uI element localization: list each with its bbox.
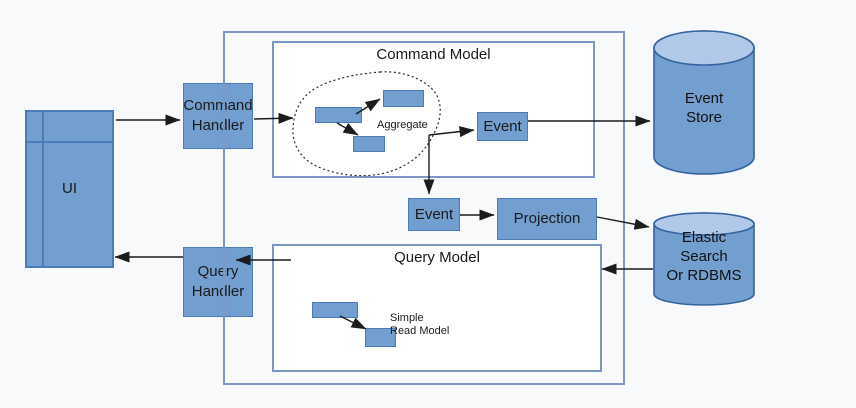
simple-read-model-label: Simple Read Model — [390, 312, 450, 337]
projection-label: Projection — [513, 210, 581, 227]
event-store-cylinder-icon — [653, 30, 755, 175]
elastic-rdbms-label: Elastic Search Or RDBMS — [666, 229, 742, 284]
ui-sidebar-divider — [42, 112, 44, 266]
command-model-title: Command Model — [376, 46, 491, 63]
command-handler-label: Command Handler — [183, 97, 253, 134]
command-handler-node: Command Handler — [183, 83, 253, 149]
ui-node: UI — [25, 110, 114, 268]
ui-header-divider — [27, 141, 112, 143]
event-store-label: Event Store — [684, 90, 724, 126]
query-model-title: Query Model — [394, 249, 480, 266]
aggregate-entity-rect — [353, 136, 385, 152]
elastic-rdbms-cylinder-icon — [653, 212, 755, 306]
event-top-label: Event — [483, 117, 522, 135]
query-handler-label: Query Handler — [191, 263, 245, 300]
aggregate-entity-rect — [315, 107, 362, 123]
projection-node: Projection — [497, 198, 597, 240]
event-node-top: Event — [477, 112, 528, 141]
aggregate-label: Aggregate — [377, 119, 428, 131]
query-handler-node: Query Handler — [183, 247, 253, 317]
aggregate-entity-rect — [383, 90, 424, 107]
read-model-entity-rect — [312, 302, 358, 318]
event-middle-label: Event — [414, 205, 454, 223]
event-node-middle: Event — [408, 198, 460, 231]
ui-label: UI — [62, 180, 77, 197]
read-model-entity-rect — [365, 328, 396, 347]
